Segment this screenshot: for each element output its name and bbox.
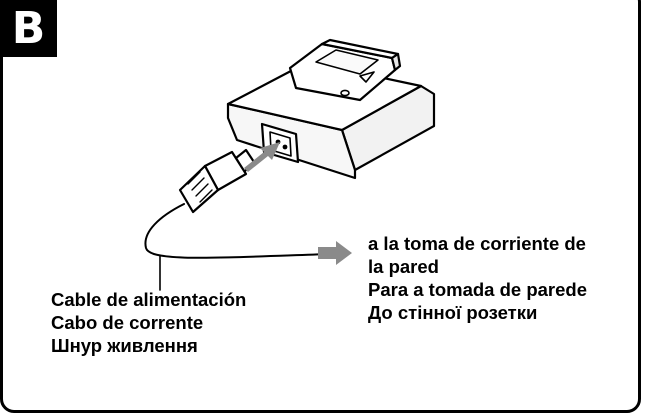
- wall-label-uk: До стінної розетки: [368, 302, 538, 323]
- wall-label-es-line1: a la toma de corriente de: [368, 233, 586, 254]
- wall-label-es-line2: la pared: [368, 256, 439, 277]
- cable-label-es: Cable de alimentación: [51, 289, 247, 310]
- cable-label-pt: Cabo de corrente: [51, 312, 204, 333]
- wall-outlet-arrow: [318, 241, 352, 265]
- section-badge: B: [0, 0, 57, 57]
- wall-label-pt: Para a tomada de parede: [368, 279, 588, 300]
- power-cord: [144, 203, 331, 259]
- wall-outlet-labels: a la toma de corriente de la pared Para …: [368, 232, 587, 324]
- section-frame: [0, 0, 641, 413]
- cable-label-uk: Шнур живлення: [51, 335, 198, 356]
- insert-arrow: [244, 142, 280, 172]
- power-cord-labels: Cable de alimentación Cabo de corrente Ш…: [51, 288, 246, 357]
- cable-plug: [178, 148, 256, 214]
